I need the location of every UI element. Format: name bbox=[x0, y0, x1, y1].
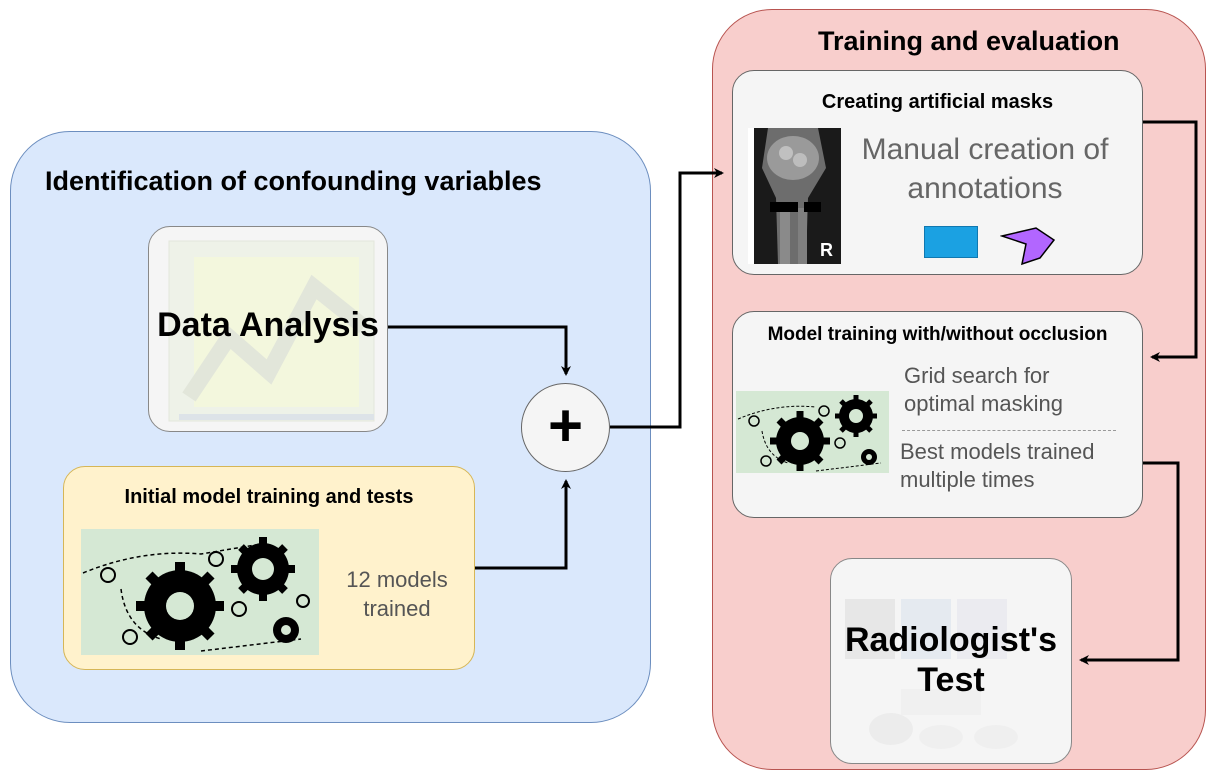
dashed-divider bbox=[902, 430, 1116, 431]
data-analysis-card bbox=[148, 226, 388, 432]
best-models-line-2: multiple times bbox=[900, 467, 1035, 492]
confounding-panel-title: Identification of confounding variables bbox=[45, 166, 542, 196]
models-count-line: 12 models bbox=[346, 567, 448, 592]
model-training-title: Model training with/without occlusion bbox=[767, 324, 1108, 345]
best-models-text: Best models trained multiple times bbox=[900, 438, 1140, 494]
gears-icon-small bbox=[736, 391, 889, 473]
line-chart-icon bbox=[168, 240, 375, 422]
grid-search-line-1: Grid search for bbox=[904, 363, 1050, 388]
grid-search-text: Grid search for optimal masking bbox=[904, 362, 1134, 418]
radiologist-test-line-2: Test bbox=[917, 661, 985, 699]
initial-training-title: Initial model training and tests bbox=[124, 486, 414, 508]
manual-annotations-line-1: Manual creation of bbox=[861, 133, 1109, 166]
manual-annotations-text: Manual creation of annotations bbox=[840, 130, 1130, 208]
radiologist-test-label: Radiologist's Test bbox=[830, 620, 1072, 700]
arrow-masks-to-training bbox=[1143, 120, 1198, 362]
artificial-masks-title: Creating artificial masks bbox=[821, 91, 1054, 113]
manual-annotations-line-2: annotations bbox=[907, 172, 1063, 205]
rectangle-shape-icon bbox=[924, 226, 978, 258]
radiologist-test-line-1: Radiologist's bbox=[844, 621, 1058, 659]
radiologist-test-card bbox=[830, 558, 1072, 764]
models-trained-text: 12 models trained bbox=[322, 565, 472, 623]
data-analysis-label: Data Analysis bbox=[157, 306, 379, 344]
models-trained-line: trained bbox=[363, 596, 431, 621]
xray-marker: R bbox=[820, 240, 833, 260]
xray-icon: R bbox=[748, 128, 841, 264]
arrow-training-to-radiologist bbox=[1079, 461, 1180, 665]
grid-search-line-2: optimal masking bbox=[904, 391, 1063, 416]
training-evaluation-title: Training and evaluation bbox=[818, 26, 1120, 56]
gears-icon bbox=[81, 529, 319, 655]
arrow-training-to-combine bbox=[475, 479, 571, 570]
test-screenshot-icon bbox=[845, 599, 1018, 749]
arrow-data-to-combine bbox=[388, 325, 571, 376]
polygon-shape-icon bbox=[1000, 227, 1056, 266]
arrow-combine-to-masks bbox=[610, 168, 724, 429]
best-models-line-1: Best models trained bbox=[900, 439, 1095, 464]
combine-node: + bbox=[521, 383, 610, 472]
